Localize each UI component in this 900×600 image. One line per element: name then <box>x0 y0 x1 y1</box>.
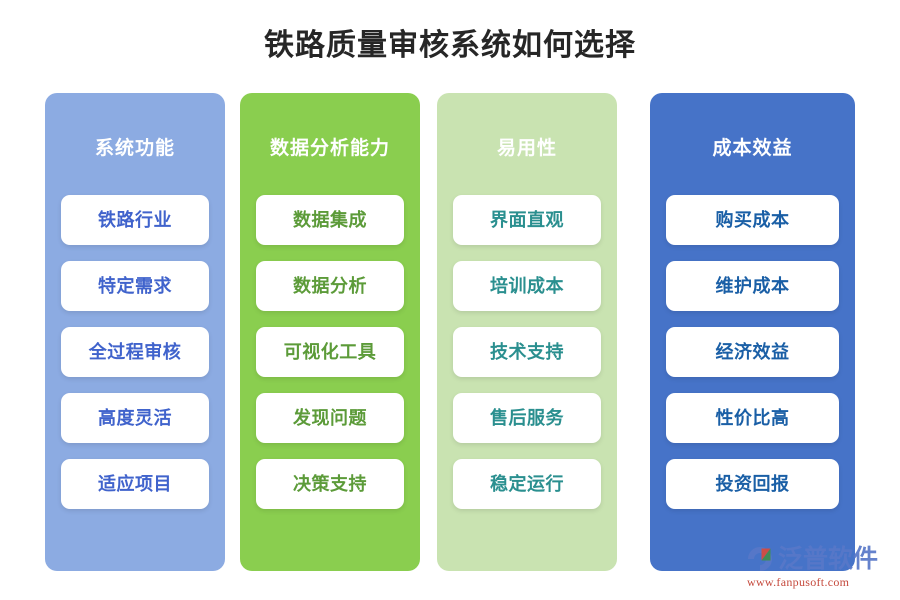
column-header: 成本效益 <box>712 138 793 159</box>
list-item[interactable]: 决策支持 <box>256 459 404 509</box>
column-usability: 易用性 界面直观 培训成本 技术支持 售后服务 稳定运行 <box>437 93 617 571</box>
list-item[interactable]: 铁路行业 <box>61 195 209 245</box>
card-label: 性价比高 <box>715 408 790 428</box>
card-label: 培训成本 <box>490 276 564 296</box>
list-item[interactable]: 培训成本 <box>453 261 601 311</box>
list-item[interactable]: 性价比高 <box>666 393 839 443</box>
card-label: 技术支持 <box>490 342 564 362</box>
list-item[interactable]: 稳定运行 <box>453 459 601 509</box>
card-label: 稳定运行 <box>490 474 564 494</box>
list-item[interactable]: 高度灵活 <box>61 393 209 443</box>
card-label: 可视化工具 <box>283 342 377 362</box>
comparison-columns: 系统功能 铁路行业 特定需求 全过程审核 高度灵活 适应项目 数据分析能力 数据… <box>45 93 857 571</box>
column-header: 数据分析能力 <box>269 138 390 159</box>
list-item[interactable]: 售后服务 <box>453 393 601 443</box>
card-label: 数据分析 <box>293 276 367 296</box>
column-header: 系统功能 <box>94 138 175 159</box>
list-item[interactable]: 界面直观 <box>453 195 601 245</box>
card-label: 售后服务 <box>490 408 564 428</box>
list-item[interactable]: 投资回报 <box>666 459 839 509</box>
list-item[interactable]: 维护成本 <box>666 261 839 311</box>
column-system-function: 系统功能 铁路行业 特定需求 全过程审核 高度灵活 适应项目 <box>45 93 225 571</box>
card-label: 维护成本 <box>715 276 790 296</box>
list-item[interactable]: 可视化工具 <box>256 327 404 377</box>
card-label: 决策支持 <box>293 474 367 494</box>
card-label: 投资回报 <box>715 474 790 494</box>
watermark-url: www.fanpusoft.com <box>747 575 850 589</box>
card-label: 全过程审核 <box>88 342 182 362</box>
list-item[interactable]: 适应项目 <box>61 459 209 509</box>
column-data-analysis: 数据分析能力 数据集成 数据分析 可视化工具 发现问题 决策支持 <box>240 93 420 571</box>
list-item[interactable]: 发现问题 <box>256 393 404 443</box>
card-label: 铁路行业 <box>98 210 172 230</box>
list-item[interactable]: 经济效益 <box>666 327 839 377</box>
page-title: 铁路质量审核系统如何选择 <box>264 29 636 62</box>
card-label: 界面直观 <box>490 210 564 230</box>
list-item[interactable]: 数据分析 <box>256 261 404 311</box>
card-label: 发现问题 <box>293 408 367 428</box>
list-item[interactable]: 全过程审核 <box>61 327 209 377</box>
card-label: 购买成本 <box>715 210 790 230</box>
card-label: 适应项目 <box>98 474 172 494</box>
card-label: 经济效益 <box>715 342 790 362</box>
list-item[interactable]: 购买成本 <box>666 195 839 245</box>
card-label: 数据集成 <box>293 210 367 230</box>
column-cost-benefit: 成本效益 购买成本 维护成本 经济效益 性价比高 投资回报 <box>650 93 855 571</box>
card-label: 高度灵活 <box>98 408 172 428</box>
list-item[interactable]: 数据集成 <box>256 195 404 245</box>
list-item[interactable]: 特定需求 <box>61 261 209 311</box>
list-item[interactable]: 技术支持 <box>453 327 601 377</box>
column-header: 易用性 <box>496 138 557 159</box>
card-label: 特定需求 <box>98 276 172 296</box>
